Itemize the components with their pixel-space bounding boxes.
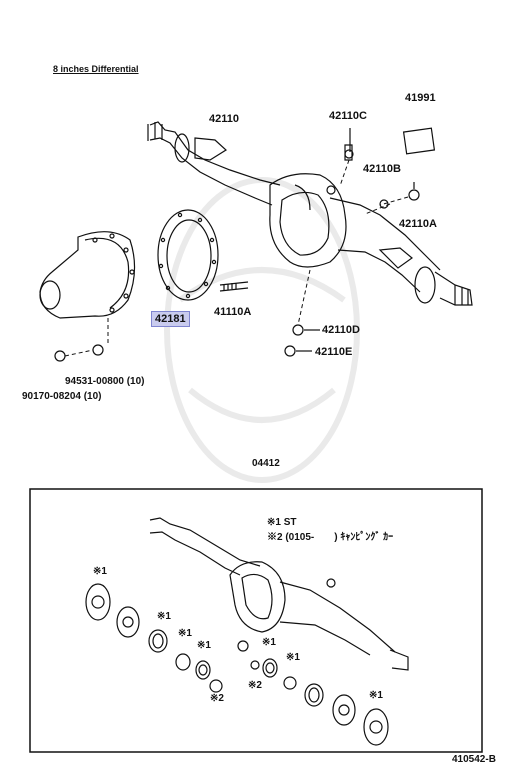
part-label-41110A[interactable]: 41110A [214, 306, 252, 318]
axle-housing [147, 121, 473, 306]
inset-mark: ※1 [262, 637, 276, 648]
inset-mark: ※1 [157, 611, 171, 622]
inset-diagram [29, 488, 483, 753]
figure-code: 04412 [252, 458, 280, 469]
inset-mark: ※1 [178, 628, 192, 639]
part-label-90170[interactable]: 90170-08204 (10) [22, 391, 102, 402]
plug-42110A [408, 189, 420, 201]
inset-mark: ※2 [210, 693, 224, 704]
inset-mark: ※1 [286, 652, 300, 663]
part-label-42110E[interactable]: 42110E [315, 346, 353, 358]
diagram-title: 8 inches Differential [53, 64, 139, 74]
part-label-41991[interactable]: 41991 [405, 92, 436, 104]
part-label-94531[interactable]: 94531-00800 (10) [65, 376, 145, 387]
plate-41991 [402, 127, 436, 155]
nut-90170 [54, 350, 66, 362]
plug-42110B [379, 199, 389, 209]
drawing-number: 410542-B [452, 754, 496, 765]
differential-carrier [39, 231, 136, 319]
stud-41110A [219, 281, 249, 292]
part-label-42110A-right[interactable]: 42110A [399, 218, 437, 230]
part-label-42181-highlighted[interactable]: 42181 [151, 311, 190, 327]
inset-note-2: ※2 (0105- ) ｷｬﾝﾋﾟﾝｸﾞ ｶｰ [267, 532, 394, 543]
inset-note-1: ※1 ST [267, 517, 297, 528]
inset-mark: ※2 [248, 680, 262, 691]
washer-94531 [92, 344, 104, 356]
plug-42110E [284, 345, 296, 357]
part-label-42110[interactable]: 42110 [209, 113, 239, 125]
inset-mark: ※1 [93, 566, 107, 577]
inset-mark: ※1 [369, 690, 383, 701]
part-label-42110D[interactable]: 42110D [322, 324, 360, 336]
inset-mark: ※1 [197, 640, 211, 651]
gasket-42181 [157, 209, 219, 301]
part-label-42110C[interactable]: 42110C [329, 110, 367, 122]
part-label-42110B[interactable]: 42110B [363, 163, 401, 175]
washer-42110D [292, 324, 304, 336]
